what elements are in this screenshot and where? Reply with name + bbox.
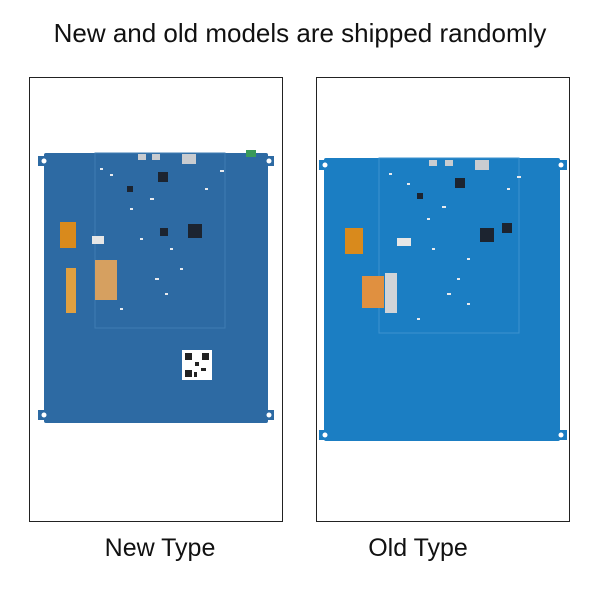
new-type-board-image bbox=[38, 150, 274, 423]
old-type-label: Old Type bbox=[368, 534, 468, 562]
qr-code-sticker bbox=[182, 350, 212, 380]
new-type-label: New Type bbox=[104, 534, 216, 562]
old-type-board-image bbox=[319, 157, 567, 441]
old-type-panel bbox=[316, 77, 570, 522]
new-type-panel bbox=[29, 77, 283, 522]
headline: New and old models are shipped randomly bbox=[53, 18, 547, 48]
